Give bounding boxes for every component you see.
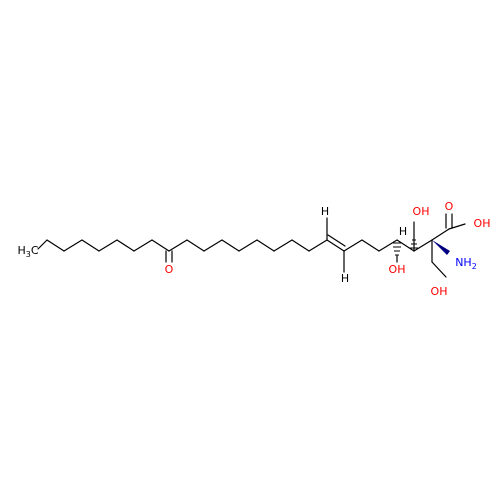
hexyl-chain (37, 239, 153, 252)
bond (221, 239, 240, 252)
bond (63, 239, 83, 252)
bond (133, 239, 153, 252)
bond (413, 239, 433, 252)
alkyl-chain (168, 239, 328, 252)
bond (308, 239, 328, 252)
bond (186, 239, 205, 252)
methyl-sub: 3 (26, 250, 31, 259)
hydroxyl-c3-label: OH (413, 205, 430, 218)
bond (431, 261, 447, 278)
double-bond (326, 239, 345, 252)
bond (273, 239, 293, 252)
double-bond (327, 234, 346, 247)
amino-label: NH2 (455, 256, 477, 271)
bond (256, 239, 275, 252)
carboxylic-acid (445, 213, 466, 230)
bond (431, 228, 450, 241)
bond (46, 239, 65, 252)
bond (151, 239, 170, 252)
atom-labels: H3C O H H OH H OH O OH NH2 OH (17, 200, 490, 298)
bond (396, 239, 415, 252)
keto-oxygen-label: O (165, 263, 174, 276)
bond (81, 239, 100, 252)
amino-nh: NH (455, 256, 472, 269)
hydrogen-c3-label: H (399, 225, 407, 238)
bond (361, 239, 380, 252)
hashed-wedge-bond (393, 242, 401, 256)
bond (378, 239, 398, 252)
bond (203, 239, 223, 252)
bond (291, 239, 310, 252)
alkene-h-bottom-label: H (341, 272, 349, 285)
alkene-group (326, 217, 380, 273)
amino-sub: 2 (472, 262, 477, 271)
solid-wedge-bond (432, 240, 450, 255)
bond (343, 239, 363, 252)
stereo-centers (378, 221, 450, 278)
methyl-c: C (31, 244, 39, 257)
bond (37, 239, 48, 250)
hydroxyl-c4-label: OH (389, 263, 406, 276)
bond (168, 239, 188, 252)
methyl-label: H3C (17, 244, 38, 259)
alkene-h-top-label: H (321, 205, 329, 218)
bond (238, 239, 258, 252)
methyl-h: H (17, 244, 25, 257)
acid-oxygen-label: O (445, 200, 454, 213)
acid-hydroxyl-label: OH (474, 217, 491, 230)
ketone-group (151, 239, 173, 263)
bond (98, 239, 118, 252)
bond (448, 223, 466, 230)
hydroxymethyl-label: OH (431, 285, 448, 298)
bond (116, 239, 135, 252)
